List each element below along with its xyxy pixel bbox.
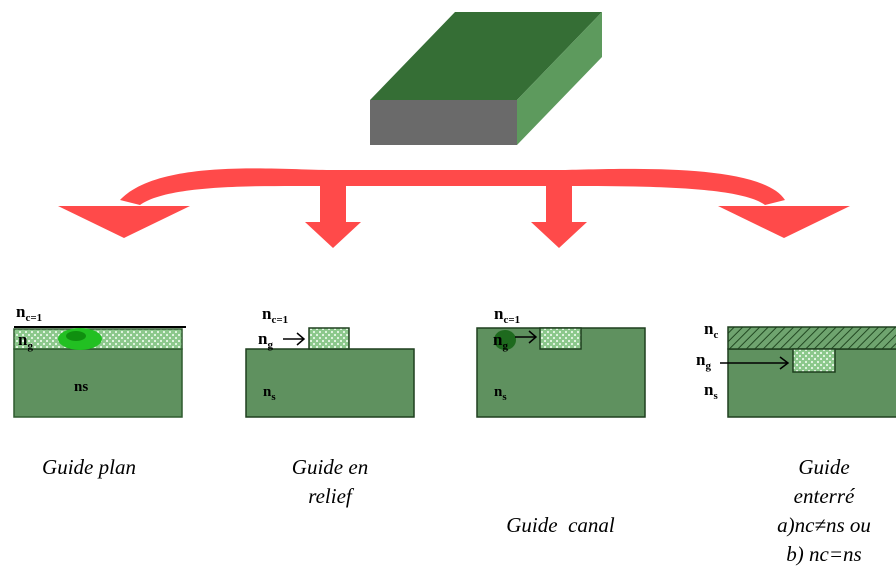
caption-line: enterré [793,484,855,508]
ng-label: ng [696,350,711,372]
arrow-head-2 [305,222,361,248]
guide-enterre-figure [720,326,896,418]
arrow-shaft-3 [546,180,572,222]
caption-guide-plan: Guide plan [14,453,164,482]
ns-label: ns [494,384,507,403]
ns-label: ns [74,379,89,395]
guide-channel [539,327,582,350]
substrate [245,348,415,418]
caption-line: Guide en [291,455,369,479]
arrow-head-left [58,206,190,238]
ns-label: ns [263,384,276,403]
slab-front-face [370,100,517,145]
ng-pointer-arrow [283,332,306,346]
nc-label: nc=1 [494,304,521,326]
guide-plan-figure [13,326,186,418]
buried-guide [792,348,836,373]
arrow-head-3 [531,222,587,248]
nc-label: nc=1 [262,304,289,326]
caption-line: Guide plan [42,455,136,479]
caption-line: relief [308,484,352,508]
guide-relief-figure [245,327,415,418]
ng-label: ng [258,329,273,351]
slab-side-face [517,12,602,145]
arrow-head-right [718,206,850,238]
arrow-band [120,168,785,205]
caption-guide-relief: Guide en relief [255,453,405,511]
substrate [13,348,183,418]
caption-line: Guide [798,455,850,479]
ng-label: ng [18,330,33,352]
caption-guide-enterre: Guide enterré a)nc≠ns ou b) nc=ns [752,453,896,569]
slab-top-face [370,12,602,100]
cover-layer [727,326,896,350]
arrow-shaft-2 [320,180,346,222]
slab-block [370,12,602,145]
ng-label: ng [493,330,508,352]
light-spot [494,330,516,350]
caption-guide-canal: Guide canal [478,453,643,569]
caption-line: Guide canal [506,513,615,537]
guide-canal-figure [476,327,646,418]
ng-pointer-arrow [720,356,790,370]
light-spot-core [66,331,86,341]
ng-pointer-arrow [515,330,538,344]
nc-label: nc=1 [16,302,43,324]
nc-label: nc [704,319,719,341]
guide-ridge [308,327,350,350]
ns-label: ns [704,380,718,402]
caption-line: b) nc=ns [786,542,862,566]
caption-line: a)nc≠ns ou [777,513,871,537]
distribution-arrows [58,168,850,248]
